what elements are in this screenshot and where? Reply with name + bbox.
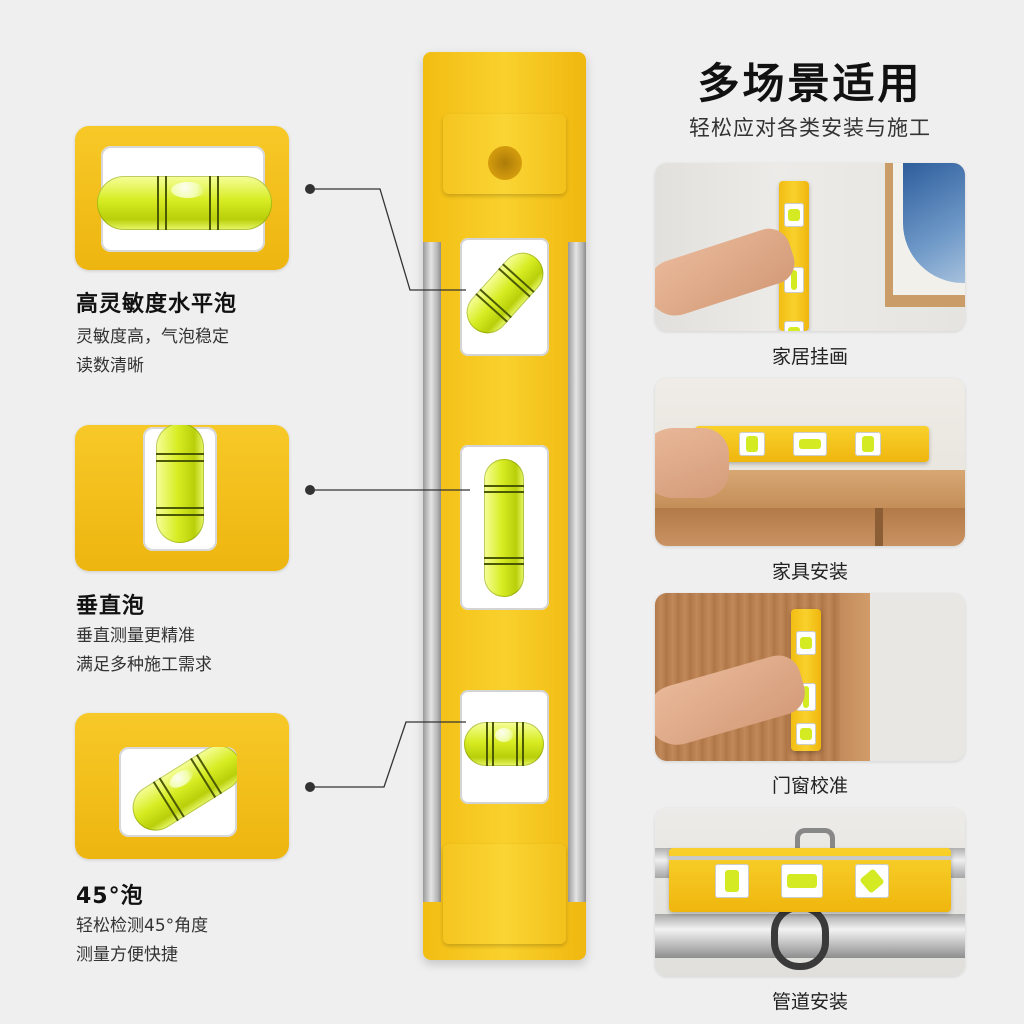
level-mini xyxy=(695,426,929,462)
feature-title: 45°泡 xyxy=(76,884,144,909)
connector-dot xyxy=(305,782,315,792)
door-frame xyxy=(840,593,870,761)
level-window-horizontal xyxy=(460,690,549,804)
feature-desc-line: 轻松检测45°角度 xyxy=(76,916,209,936)
feature-desc-line: 满足多种施工需求 xyxy=(76,655,212,675)
scene-caption: 门窗校准 xyxy=(771,775,848,797)
level-mini xyxy=(669,848,951,912)
scene-picture-hanging xyxy=(655,163,965,331)
feature-desc-line: 测量方便快捷 xyxy=(76,945,178,965)
pipe-clamp xyxy=(771,904,829,970)
connector-line xyxy=(310,721,466,788)
feature-desc: 轻松检测45°角度 测量方便快捷 xyxy=(76,912,208,970)
bottom-cap xyxy=(443,844,566,944)
table-body xyxy=(655,508,965,546)
scene-caption: 管道安装 xyxy=(771,991,848,1013)
feature-desc-line: 灵敏度高，气泡稳定 xyxy=(76,327,229,347)
feature-card-45-vial xyxy=(75,713,289,859)
horizontal-vial-icon xyxy=(464,722,544,766)
scene-caption: 家具安装 xyxy=(771,561,848,583)
connector-dot xyxy=(305,485,315,495)
feature-desc-line: 垂直测量更精准 xyxy=(76,626,195,646)
feature-desc: 垂直测量更精准 满足多种施工需求 xyxy=(76,622,212,680)
feature-card-vertical-vial xyxy=(75,425,289,571)
vertical-vial-icon xyxy=(484,459,524,597)
level-window-angled xyxy=(460,238,549,356)
picture-frame xyxy=(885,163,965,307)
scene-door-window xyxy=(655,593,965,761)
horizontal-vial-icon xyxy=(97,176,272,230)
feature-title: 垂直泡 xyxy=(76,594,146,619)
aluminum-rail-left xyxy=(423,242,441,902)
page-title: 多场景适用 xyxy=(697,59,923,108)
scene-furniture xyxy=(655,378,965,546)
pipe-clamp-top xyxy=(795,828,835,850)
connector-dot xyxy=(305,184,315,194)
connector-line xyxy=(310,188,466,291)
spirit-level xyxy=(423,52,586,960)
hand xyxy=(655,428,729,498)
feature-desc-line: 读数清晰 xyxy=(76,356,144,376)
vial-window xyxy=(119,747,237,837)
scene-pipe xyxy=(655,808,965,976)
scene-caption: 家居挂画 xyxy=(771,346,848,368)
vial-window xyxy=(143,425,217,551)
feature-title: 高灵敏度水平泡 xyxy=(76,292,238,317)
page-subtitle: 轻松应对各类安装与施工 xyxy=(689,116,931,140)
feature-desc: 灵敏度高，气泡稳定 读数清晰 xyxy=(76,323,229,381)
feature-card-horizontal-vial xyxy=(75,126,289,270)
vial-window xyxy=(97,146,272,252)
level-window-vertical xyxy=(460,445,549,610)
aluminum-rail-right xyxy=(568,242,586,902)
vertical-vial-icon xyxy=(156,425,204,543)
hanging-hole-icon xyxy=(488,146,522,180)
